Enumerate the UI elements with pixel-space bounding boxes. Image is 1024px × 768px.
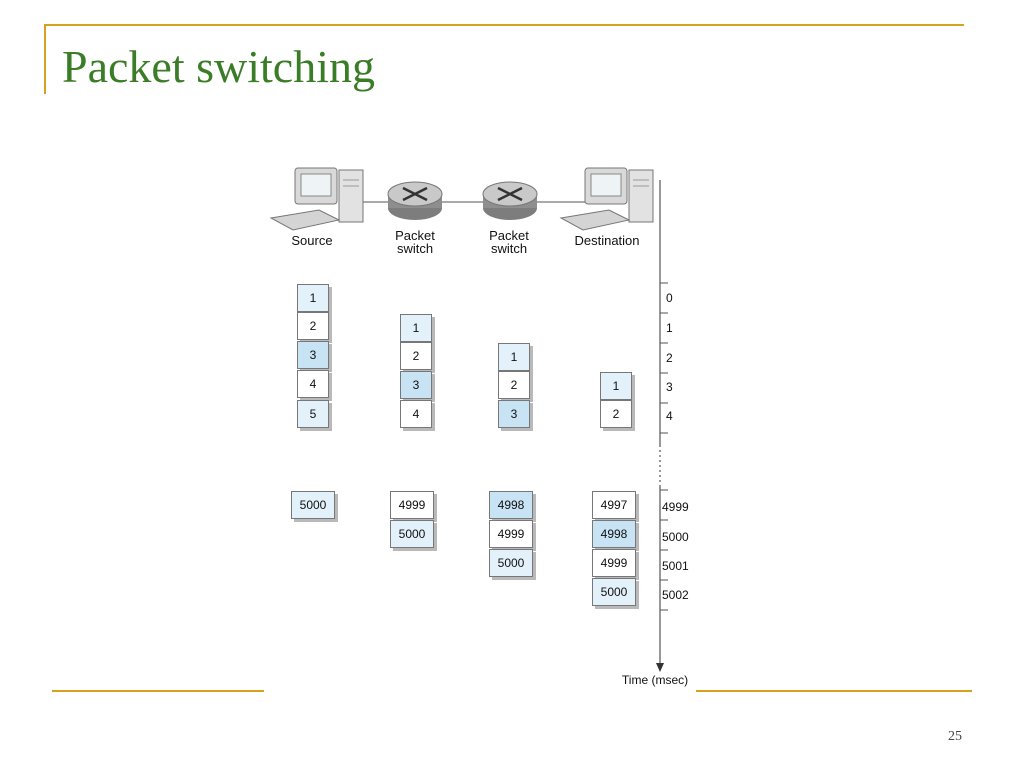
packet: 2 [498, 371, 530, 399]
time-tick: 5001 [662, 559, 689, 573]
packet: 2 [297, 312, 329, 340]
network-illustration [269, 167, 654, 231]
packet: 1 [600, 372, 632, 400]
time-tick: 5000 [662, 530, 689, 544]
time-axis-label: Time (msec) [621, 673, 689, 687]
bottom-rule-left [52, 690, 264, 692]
packet: 1 [498, 343, 530, 371]
packet: 5000 [390, 520, 434, 548]
packet: 4999 [390, 491, 434, 519]
packet-switch-2-icon [482, 181, 538, 220]
time-tick: 1 [666, 321, 673, 335]
packet: 5000 [489, 549, 533, 577]
slide-title: Packet switching [62, 41, 375, 92]
time-tick: 4999 [662, 500, 689, 514]
packet: 4999 [592, 549, 636, 577]
packet-switch-1-icon [387, 181, 443, 220]
node-label-source: Source [291, 233, 333, 248]
packet: 4999 [489, 520, 533, 548]
source-computer-icon [269, 167, 364, 231]
packet: 5 [297, 400, 329, 428]
packet: 3 [498, 400, 530, 428]
packet: 4 [297, 370, 329, 398]
packet: 4998 [592, 520, 636, 548]
packet: 4998 [489, 491, 533, 519]
destination-computer-icon [559, 167, 654, 231]
time-tick: 3 [666, 380, 673, 394]
packet: 1 [297, 284, 329, 312]
left-rule [44, 24, 46, 94]
packet: 3 [297, 341, 329, 369]
time-tick: 0 [666, 291, 673, 305]
top-rule [44, 24, 964, 26]
packet: 5000 [291, 491, 335, 519]
node-label-destination: Destination [574, 233, 640, 248]
bottom-rule-right [696, 690, 972, 692]
time-tick: 2 [666, 351, 673, 365]
packet: 3 [400, 371, 432, 399]
time-tick: 4 [666, 409, 673, 423]
packet: 2 [600, 400, 632, 428]
packet: 4 [400, 400, 432, 428]
packet: 5000 [592, 578, 636, 606]
packet: 2 [400, 342, 432, 370]
time-tick: 5002 [662, 588, 689, 602]
page-number: 25 [948, 729, 962, 744]
packet: 1 [400, 314, 432, 342]
packet: 4997 [592, 491, 636, 519]
time-axis [656, 180, 668, 672]
